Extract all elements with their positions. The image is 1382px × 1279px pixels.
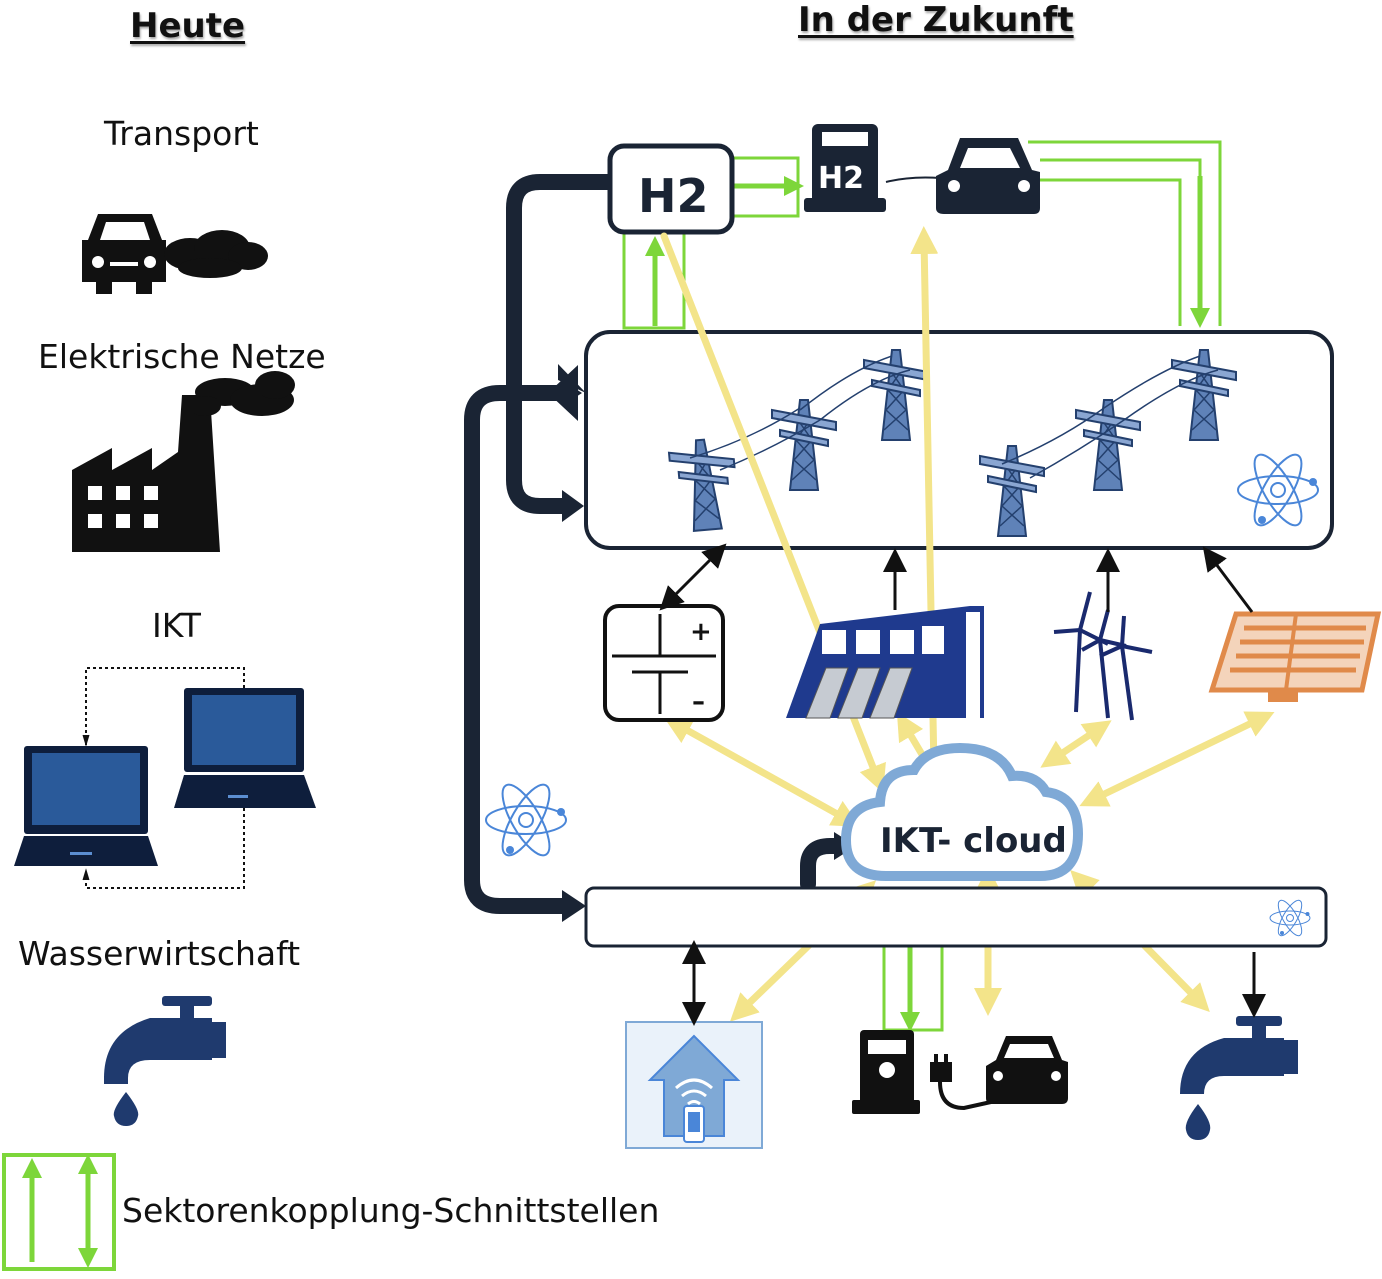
h2-hose: [885, 176, 941, 183]
svg-text:+: +: [690, 617, 712, 647]
energy-flow-connectors: [464, 174, 844, 914]
sector-label-grid: Elektrische Netze: [38, 337, 326, 376]
atom-icon: [485, 777, 567, 863]
legend-label: Sektorenkopplung-Schnittstellen: [122, 1191, 660, 1230]
hydrogen-label: H2: [638, 169, 709, 223]
hydro-dam-icon: [786, 606, 984, 719]
water-tap-icon: [104, 996, 226, 1126]
ikt-cloud: IKT- cloud: [840, 742, 1084, 881]
ev-charger-icon: [852, 1030, 1068, 1114]
solar-link: [1202, 546, 1254, 613]
cloud-label: IKT- cloud: [880, 821, 1067, 861]
solar-panel-icon: [1208, 611, 1382, 702]
electrical-grid-box: [584, 330, 1334, 550]
sector-label-transport: Transport: [104, 114, 259, 153]
smart-home-icon: [625, 1021, 763, 1149]
sector-label-water: Wasserwirtschaft: [18, 934, 301, 973]
legend-symbol: [2, 1153, 116, 1271]
car-icon: [936, 138, 1040, 214]
transmission-towers-icon: [667, 349, 1237, 537]
laptops-icon: [14, 667, 316, 889]
heading-future: In der Zukunft: [798, 0, 1074, 40]
factory-icon: [72, 371, 295, 552]
water-tap-icon: [1180, 1016, 1298, 1140]
svg-text:–: –: [692, 687, 705, 717]
consumer-bar: [584, 886, 1328, 948]
car-with-exhaust-icon: [82, 214, 268, 294]
battery-icon: + –: [603, 604, 725, 722]
h2-station-icon: H2: [804, 124, 886, 212]
sector-label-ict: IKT: [152, 606, 201, 645]
battery-link: [659, 543, 727, 611]
grid-inflow-arrow: [548, 365, 578, 421]
wind-turbines-icon: [1053, 591, 1153, 721]
h2-station-label: H2: [818, 161, 864, 196]
heading-today: Heute: [130, 6, 246, 46]
hydrogen-box: H2: [607, 143, 735, 235]
